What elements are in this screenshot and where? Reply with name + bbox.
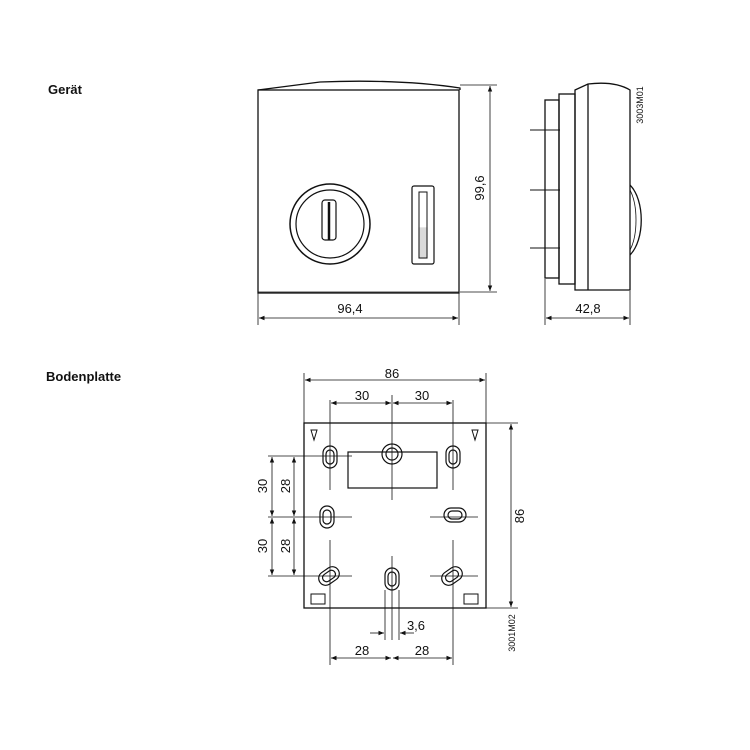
device-drawing-code: 3003M01 (635, 86, 645, 124)
device-section-title: Gerät (48, 82, 82, 97)
base-top-right-spacing-label: 30 (415, 388, 429, 403)
base-bottom-left-label: 28 (355, 643, 369, 658)
device-front-view (257, 80, 497, 325)
base-left-inner-lower-label: 28 (278, 539, 293, 553)
base-drawing-code: 3001M02 (507, 614, 517, 652)
base-small-gap-label: 3,6 (407, 618, 425, 633)
base-left-outer-lower-label: 30 (255, 539, 270, 553)
base-bottom-right-label: 28 (415, 643, 429, 658)
base-left-outer-upper-label: 30 (255, 479, 270, 493)
base-left-inner-upper-label: 28 (278, 479, 293, 493)
side-screw-markers (530, 122, 560, 256)
device-width-label: 96,4 (337, 301, 362, 316)
device-height-label: 99,6 (472, 175, 487, 200)
base-section-title: Bodenplatte (46, 369, 122, 384)
center-lines (268, 395, 478, 665)
base-overall-height-label: 86 (512, 509, 527, 523)
base-overall-width-label: 86 (385, 366, 399, 381)
base-top-left-spacing-label: 30 (355, 388, 369, 403)
device-side-view (530, 82, 642, 325)
device-depth-label: 42,8 (575, 301, 600, 316)
base-plate (268, 373, 518, 665)
thermometer-window (411, 185, 435, 265)
setpoint-knob (289, 183, 371, 265)
